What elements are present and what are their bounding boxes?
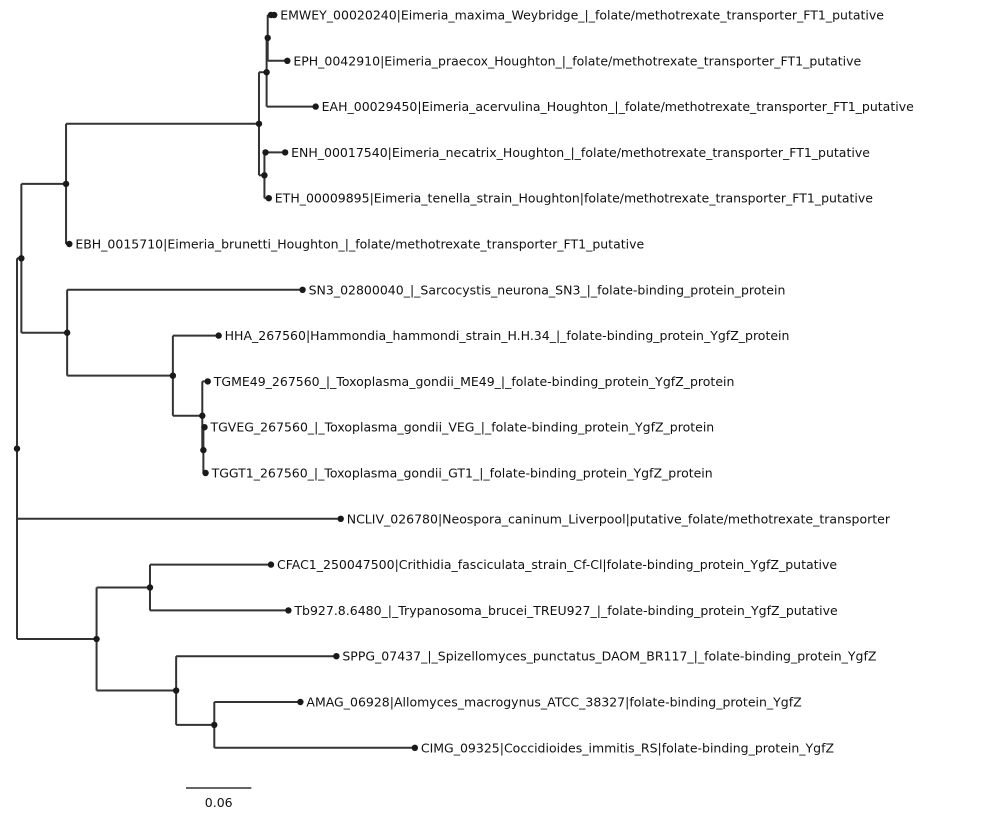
internal-node bbox=[211, 721, 218, 729]
scale-bar: 0.06 bbox=[186, 787, 252, 810]
internal-node bbox=[264, 34, 271, 42]
leaf-node bbox=[312, 103, 319, 110]
internal-node bbox=[146, 584, 154, 591]
leaf-label: ENH_00017540|Eimeria_necatrix_Houghton_|… bbox=[291, 145, 870, 160]
leaf-node bbox=[66, 240, 73, 248]
leaf-label: Tb927.8.6480_|_Trypanosoma_brucei_TREU92… bbox=[293, 603, 838, 618]
leaf-label: TGGT1_267560_|_Toxoplasma_gondii_GT1_|_f… bbox=[211, 466, 713, 481]
internal-node bbox=[255, 120, 263, 127]
internal-node bbox=[200, 446, 207, 454]
internal-node bbox=[172, 687, 180, 694]
tree-nodes bbox=[13, 11, 419, 751]
leaf-node bbox=[267, 561, 275, 568]
internal-node bbox=[93, 635, 100, 643]
leaf-label: EPH_0042910|Eimeria_praecox_Houghton_|_f… bbox=[293, 53, 861, 68]
internal-node bbox=[199, 412, 206, 419]
leaf-label: EAH_00029450|Eimeria_acervulina_Houghton… bbox=[322, 99, 914, 114]
leaf-label: NCLIV_026780|Neospora_caninum_Liverpool|… bbox=[347, 511, 891, 526]
leaf-node bbox=[201, 424, 208, 431]
leaf-label: CFAC1_250047500|Crithidia_fasciculata_st… bbox=[277, 557, 837, 572]
leaf-node bbox=[299, 286, 306, 293]
leaf-label: EBH_0015710|Eimeria_brunetti_Houghton_|_… bbox=[75, 237, 644, 252]
leaf-node bbox=[297, 698, 304, 706]
leaf-node bbox=[333, 653, 340, 660]
leaf-label: TGVEG_267560_|_Toxoplasma_gondii_VEG_|_f… bbox=[209, 420, 714, 435]
leaf-label: SPPG_07437_|_Spizellomyces_punctatus_DAO… bbox=[342, 649, 876, 664]
leaf-node bbox=[284, 57, 291, 64]
leaf-label: CIMG_09325|Coccidioides_immitis_RS|folat… bbox=[421, 740, 834, 755]
leaf-label: ETH_00009895|Eimeria_tenella_strain_Houg… bbox=[275, 191, 873, 206]
internal-node bbox=[62, 180, 70, 188]
leaf-node bbox=[285, 607, 292, 614]
leaf-node bbox=[202, 469, 209, 477]
internal-node bbox=[263, 69, 270, 76]
leaf-label: EMWEY_00020240|Eimeria_maxima_Weybridge_… bbox=[280, 8, 884, 23]
leaf-node bbox=[271, 11, 278, 19]
leaf-label: AMAG_06928|Allomyces_macrogynus_ATCC_383… bbox=[306, 695, 801, 710]
leaf-label: TGME49_267560_|_Toxoplasma_gondii_ME49_|… bbox=[213, 374, 735, 389]
internal-node bbox=[261, 172, 268, 179]
internal-node bbox=[262, 149, 269, 156]
scale-bar-label: 0.06 bbox=[205, 795, 233, 810]
leaf-node bbox=[281, 149, 289, 156]
leaf-labels: EMWEY_00020240|Eimeria_maxima_Weybridge_… bbox=[75, 8, 914, 756]
leaf-node bbox=[215, 332, 222, 339]
internal-node bbox=[63, 329, 71, 336]
internal-node bbox=[13, 445, 21, 452]
leaf-label: HHA_267560|Hammondia_hammondi_strain_H.H… bbox=[225, 328, 790, 343]
internal-node bbox=[169, 372, 177, 379]
leaf-node bbox=[411, 744, 419, 751]
leaf-label: SN3_02800040_|_Sarcocystis_neurona_SN3_|… bbox=[309, 282, 786, 297]
internal-node bbox=[18, 255, 25, 262]
leaf-node bbox=[204, 378, 211, 385]
leaf-node bbox=[265, 195, 272, 202]
leaf-node bbox=[337, 515, 344, 522]
